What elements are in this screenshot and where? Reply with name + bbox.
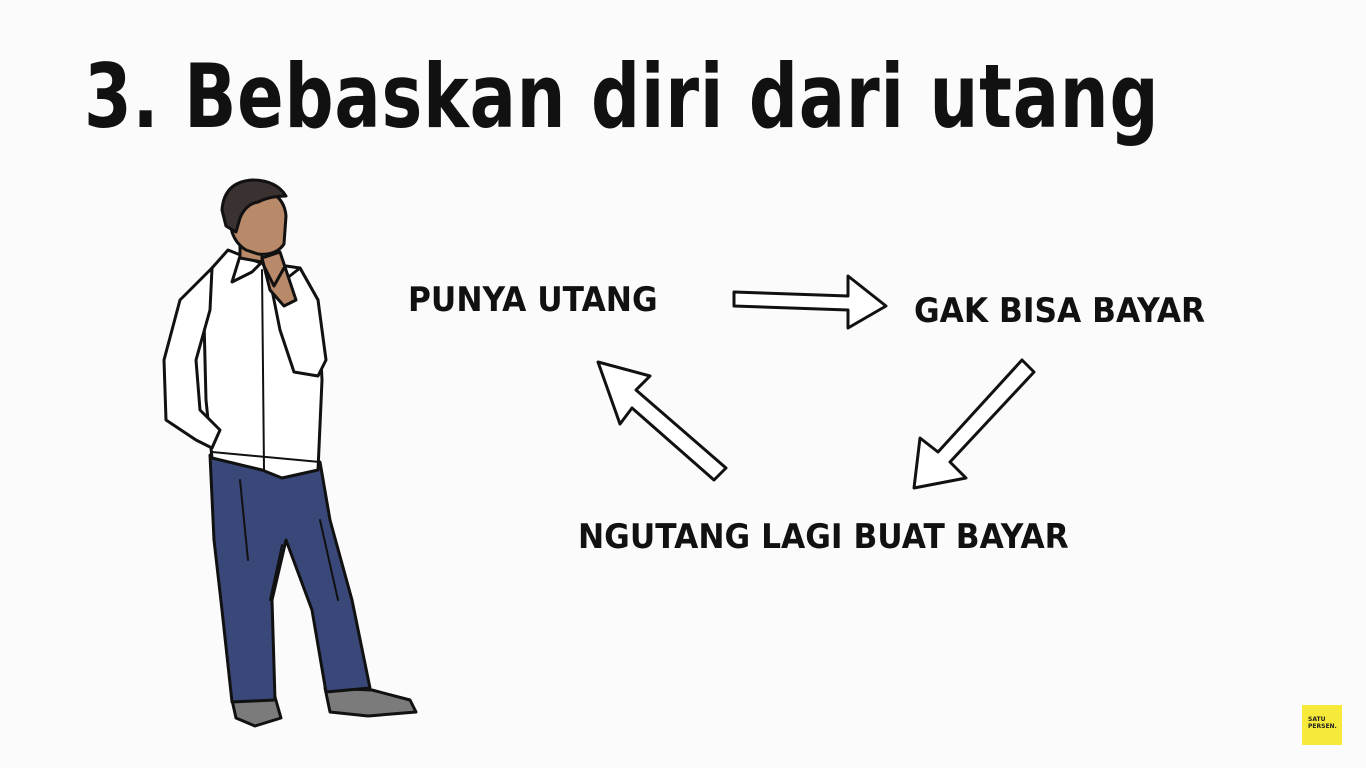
- logo-line-2: PERSEN.: [1308, 723, 1337, 730]
- satu-persen-logo: SATU PERSEN.: [1302, 705, 1342, 745]
- right-shoe: [323, 686, 418, 718]
- cycle-step-ngutang-lagi: NGUTANG LAGI BUAT BAYAR: [578, 517, 1069, 557]
- left-arm: [162, 266, 222, 450]
- logo-line-1: SATU: [1308, 716, 1326, 723]
- hair: [220, 178, 288, 234]
- arrow-up-left: [596, 360, 728, 482]
- jeans: [208, 450, 372, 704]
- cycle-step-punya-utang: PUNYA UTANG: [408, 280, 658, 320]
- arrow-right: [732, 274, 888, 330]
- cycle-step-gak-bisa-bayar: GAK BISA BAYAR: [914, 291, 1206, 331]
- slide-title: 3. Bebaskan diri dari utang: [84, 45, 1160, 148]
- arrow-down-left: [912, 358, 1036, 490]
